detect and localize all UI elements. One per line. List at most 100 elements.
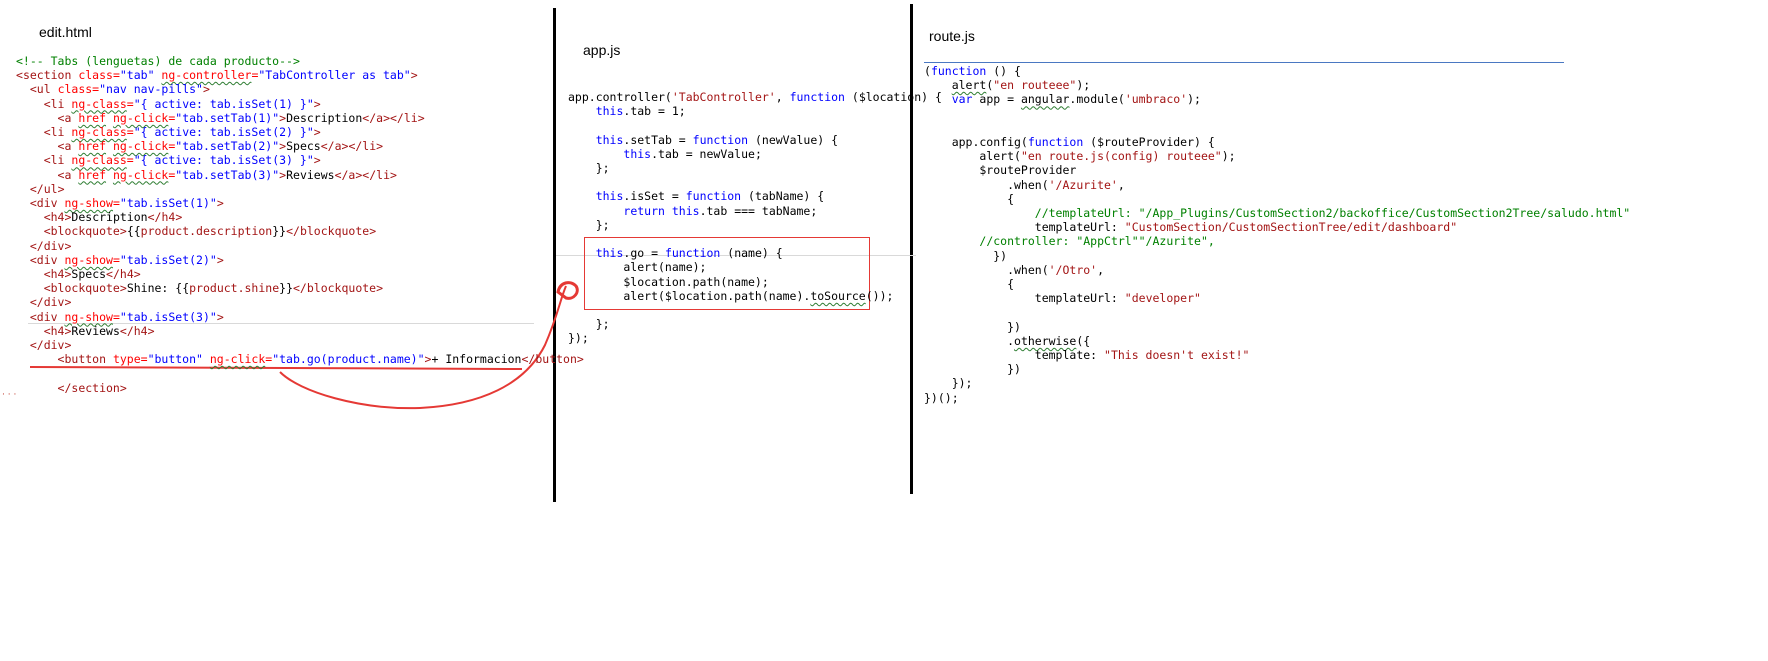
code-line: };: [568, 217, 610, 233]
code-token: [568, 189, 596, 203]
code-token: <: [16, 153, 51, 168]
code-line: .otherwise({: [924, 333, 1090, 349]
code-token: ></: [355, 167, 377, 182]
code-token: >: [390, 167, 397, 182]
code-token: >: [64, 238, 72, 253]
code-token: [568, 246, 596, 260]
code-token: <: [16, 267, 51, 281]
panel-route-js: route.js: [914, 0, 1764, 661]
code-token: (newValue) {: [748, 132, 839, 147]
code-line: });: [924, 375, 973, 391]
code-token: Reviews: [71, 323, 120, 338]
code-token: <: [16, 252, 37, 267]
code-token: .module(: [1069, 92, 1125, 107]
code-token: ng-click: [112, 139, 169, 154]
code-token: "developer": [1124, 291, 1201, 306]
file-title-route-js: route.js: [929, 28, 975, 44]
code-token: );: [1221, 149, 1236, 164]
code-line: this.isSet = function (tabName) {: [568, 188, 825, 204]
code-token: {{: [126, 224, 141, 239]
code-token: [924, 206, 1035, 220]
code-token: [924, 92, 952, 106]
code-line: this.tab = 1;: [568, 103, 686, 119]
code-token: "tab.isSet(1)": [119, 196, 217, 210]
code-token: =: [251, 68, 259, 83]
code-token: .when(: [924, 262, 1049, 277]
code-line: }): [924, 248, 1007, 264]
code-token: 'umbraco': [1124, 92, 1188, 107]
code-line: //controller: "AppCtrl""/Azurite",: [924, 233, 1215, 249]
code-token: ng-class: [71, 96, 127, 111]
code-token: div: [43, 238, 65, 253]
panel-edit-html: edit.html: [0, 0, 550, 661]
code-token: =: [112, 252, 120, 267]
code-token: "tab": [119, 68, 162, 83]
code-token: >: [313, 125, 321, 139]
code-line: .when('/Azurite',: [924, 177, 1125, 193]
code-token: [924, 78, 952, 92]
code-line: return this.tab === tabName;: [568, 203, 817, 219]
code-token: href: [78, 110, 107, 125]
code-token: function: [1027, 135, 1084, 149]
code-line: <div ng-show="tab.isSet(1)">: [16, 195, 224, 211]
code-token: function: [789, 90, 845, 104]
code-token: //controller: "AppCtrl""/Azurite",: [979, 234, 1215, 249]
code-line: </div>: [16, 337, 72, 353]
code-line: <blockquote>Shine: {{product.shine}}</bl…: [16, 280, 383, 296]
code-line: //templateUrl: "/App_Plugins/CustomSecti…: [924, 205, 1630, 221]
code-token: () {: [986, 64, 1021, 78]
code-token: <: [16, 309, 37, 324]
code-token: this: [595, 132, 624, 147]
code-token: blockquote: [306, 281, 377, 296]
code-token: this: [623, 146, 652, 161]
code-line: <a href ng-click="tab.setTab(3)">Reviews…: [16, 167, 397, 183]
code-token: </: [16, 295, 44, 310]
code-token: function: [692, 132, 749, 147]
code-token: otherwise: [1014, 333, 1077, 348]
code-token: >: [376, 139, 384, 154]
code-line: <section class="tab" ng-controller="TabC…: [16, 67, 418, 83]
code-token: (tabName) {: [741, 189, 825, 204]
code-token: <: [16, 139, 65, 154]
code-token: =: [112, 196, 120, 210]
code-token: a: [376, 110, 384, 125]
code-token: >: [119, 224, 127, 239]
code-token: <: [16, 281, 51, 296]
code-token: ng-click: [112, 110, 169, 125]
code-token: a: [64, 139, 79, 154]
code-token: ($location) {: [844, 90, 942, 104]
code-token: });: [568, 331, 589, 346]
code-token: [106, 111, 113, 125]
code-token: >: [119, 281, 127, 296]
code-token: </: [119, 323, 134, 338]
code-token: >: [202, 82, 210, 97]
code-token: .setTab =: [623, 132, 693, 147]
code-token: section: [22, 68, 79, 83]
code-token: "en route.js(config) routeee": [1020, 149, 1222, 164]
code-token: angular: [1020, 92, 1070, 107]
code-line: template: "This doesn't exist!": [924, 347, 1250, 363]
code-token: product.shine: [189, 281, 280, 296]
code-token: li: [376, 167, 390, 182]
code-token: <: [16, 323, 51, 338]
code-line: <div ng-show="tab.isSet(2)">: [16, 252, 224, 268]
code-token: </: [16, 380, 72, 395]
code-line: })();: [924, 390, 959, 406]
code-line: <a href ng-click="tab.setTab(1)">Descrip…: [16, 110, 425, 126]
divider-left: [553, 8, 556, 502]
code-line: <!-- Tabs (lenguetas) de cada producto--…: [16, 53, 300, 69]
code-token: $location.path(name);: [568, 274, 769, 289]
code-token: </: [362, 110, 377, 125]
code-line: (function () {: [924, 63, 1021, 79]
code-line: .when('/Otro',: [924, 262, 1104, 278]
code-line: };: [568, 160, 610, 176]
code-token: }}: [279, 281, 293, 296]
code-line: </section>: [16, 380, 127, 396]
code-token: =: [126, 125, 134, 139]
code-token: Shine: {{: [126, 281, 190, 296]
code-token: <: [16, 68, 23, 83]
code-line: $location.path(name);: [568, 274, 769, 290]
code-token: >: [376, 281, 384, 296]
code-line: $routeProvider: [924, 162, 1076, 178]
code-token: .tab === tabName;: [699, 203, 818, 218]
